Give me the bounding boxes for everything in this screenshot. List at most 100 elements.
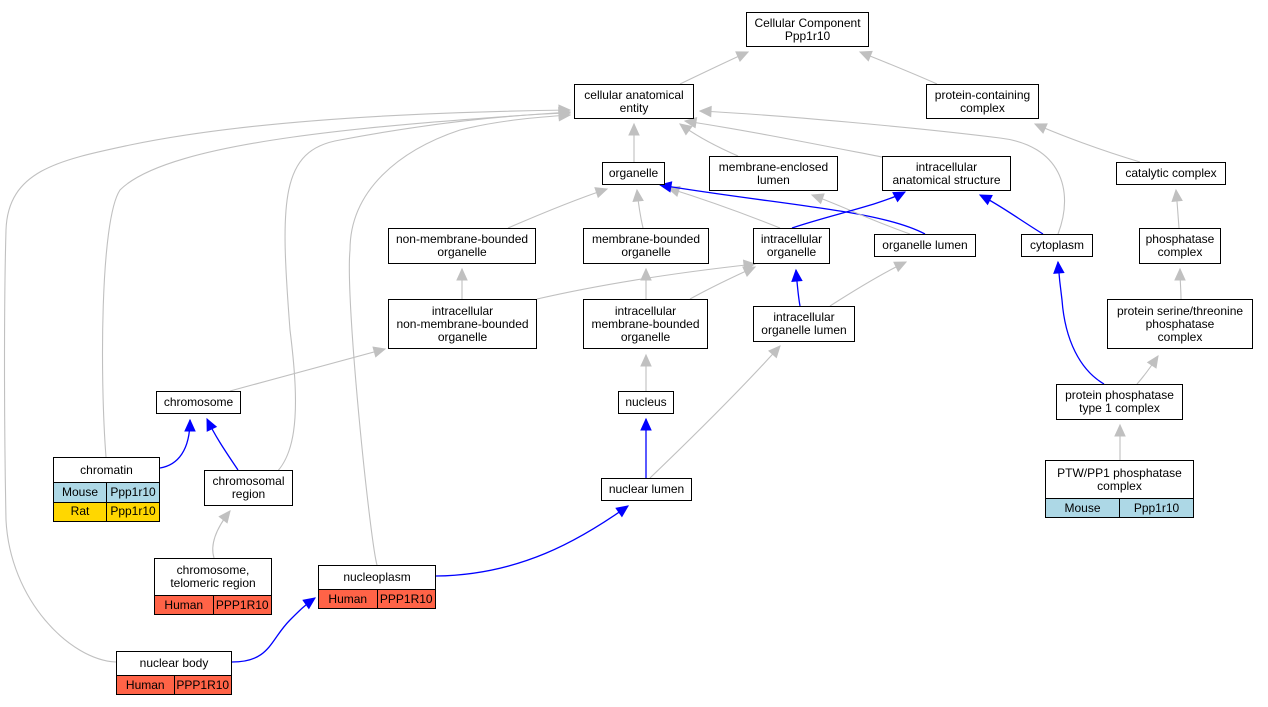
- node-nucleus[interactable]: nucleus: [618, 391, 674, 414]
- edge-nmbo-to-organelle: [507, 188, 608, 229]
- node-label-line: intracellular: [773, 310, 835, 324]
- node-label-line: organelle lumen: [882, 238, 968, 252]
- node-label: catalytic complex: [1117, 163, 1225, 184]
- arrowhead-cytoplasm-to-ias: [978, 194, 993, 206]
- node-label-line: membrane-bounded: [591, 316, 700, 331]
- node-cytoplasm[interactable]: cytoplasm: [1021, 234, 1093, 257]
- node-label: organelle: [603, 163, 664, 184]
- node-label-line: non-membrane-bounded: [395, 232, 529, 246]
- species-cell: Rat: [70, 504, 90, 519]
- node-label-line: phosphatase: [1145, 316, 1215, 331]
- gene-cell[interactable]: PPP1R10: [173, 676, 232, 694]
- node-label-line: non-membrane-bounded: [396, 316, 529, 331]
- node-label-line: complex: [1157, 245, 1203, 259]
- node-label: chromosome,telomeric region: [155, 559, 271, 595]
- arrowhead-pcc-to-cc_root: [858, 50, 873, 62]
- arrowhead-telomeric-to-chromreg: [218, 510, 231, 524]
- node-label-line: membrane-enclosed: [718, 159, 829, 174]
- edge-cytoplasm-to-cae: [699, 110, 1066, 235]
- node-label-line: complex: [1157, 329, 1203, 344]
- arrowhead-chromosome-to-inmbo: [372, 346, 387, 358]
- node-catalytic[interactable]: catalytic complex: [1116, 162, 1226, 185]
- arrowhead-nmbo-to-organelle: [594, 187, 609, 199]
- edge-nuclumen-to-iol: [649, 345, 781, 479]
- node-label-line: lumen: [757, 172, 790, 187]
- gene-cell[interactable]: Ppp1r10: [106, 483, 159, 502]
- arrowhead-catalytic-to-pcc: [1033, 123, 1048, 134]
- arrowhead-nucbody-to-cae: [558, 104, 572, 116]
- gene-cell[interactable]: Ppp1r10: [1119, 499, 1193, 517]
- gene-cell[interactable]: Ppp1r10: [106, 502, 159, 521]
- gene-cell[interactable]: PPP1R10: [212, 596, 272, 614]
- edge-io-to-organelle: [667, 187, 781, 229]
- node-label-line: chromosome: [163, 395, 234, 409]
- node-organelle[interactable]: organelle: [602, 162, 665, 185]
- edge-nucleoplasm-to-cae: [348, 114, 571, 566]
- node-label: nuclear lumen: [602, 479, 691, 500]
- node-label: chromatin: [54, 458, 159, 482]
- node-label-line: intracellular: [760, 232, 823, 246]
- edge-chromatin-to-cae: [101, 111, 571, 458]
- node-chromosome[interactable]: chromosome: [156, 391, 241, 414]
- node-nuclumen[interactable]: nuclear lumen: [601, 478, 692, 501]
- arrowhead-nuclumen-to-iol: [768, 345, 781, 359]
- node-orglumen[interactable]: organelle lumen: [874, 234, 976, 257]
- node-label-line: chromatin: [80, 462, 133, 477]
- arrowhead-ias-to-cae: [683, 116, 698, 129]
- node-label: cytoplasm: [1022, 235, 1092, 256]
- edge-iol-to-orglumen: [829, 261, 907, 307]
- edge-pcc-to-cc_root: [859, 51, 938, 85]
- edge-nucbody-to-cae: [3, 109, 571, 663]
- node-label-line: organelle lumen: [761, 323, 847, 337]
- edge-ias-to-cae: [684, 120, 883, 158]
- node-label-line: nucleus: [625, 395, 667, 409]
- gene-cell[interactable]: PPP1R10: [376, 590, 436, 608]
- annotation-row: Human PPP1R10: [117, 675, 231, 694]
- node-label-line: chromosome,: [176, 563, 250, 577]
- node-label-line: protein-containing: [934, 87, 1031, 102]
- species-cell: Human: [125, 677, 165, 692]
- node-label-line: complex: [960, 100, 1005, 115]
- edge-catalytic-to-pcc: [1034, 123, 1141, 163]
- arrowhead-nucbody-to-nucleoplasm: [302, 597, 316, 610]
- arrowhead-imbo-to-mbo: [640, 267, 652, 281]
- node-label-line: organelle: [621, 245, 671, 259]
- arrowhead-mbo-to-organelle: [632, 188, 644, 203]
- edge-pp1-to-cytoplasm: [1057, 261, 1105, 385]
- node-label-line: cellular anatomical: [584, 87, 684, 102]
- species-cell: Human: [164, 597, 204, 612]
- arrowhead-mel-to-cae: [679, 123, 693, 136]
- arrowhead-iol-to-io: [791, 268, 803, 282]
- annotation-row: Human PPP1R10: [155, 595, 271, 614]
- node-label-line: organelle: [437, 329, 488, 344]
- arrowhead-pp1-to-pstp: [1146, 354, 1159, 369]
